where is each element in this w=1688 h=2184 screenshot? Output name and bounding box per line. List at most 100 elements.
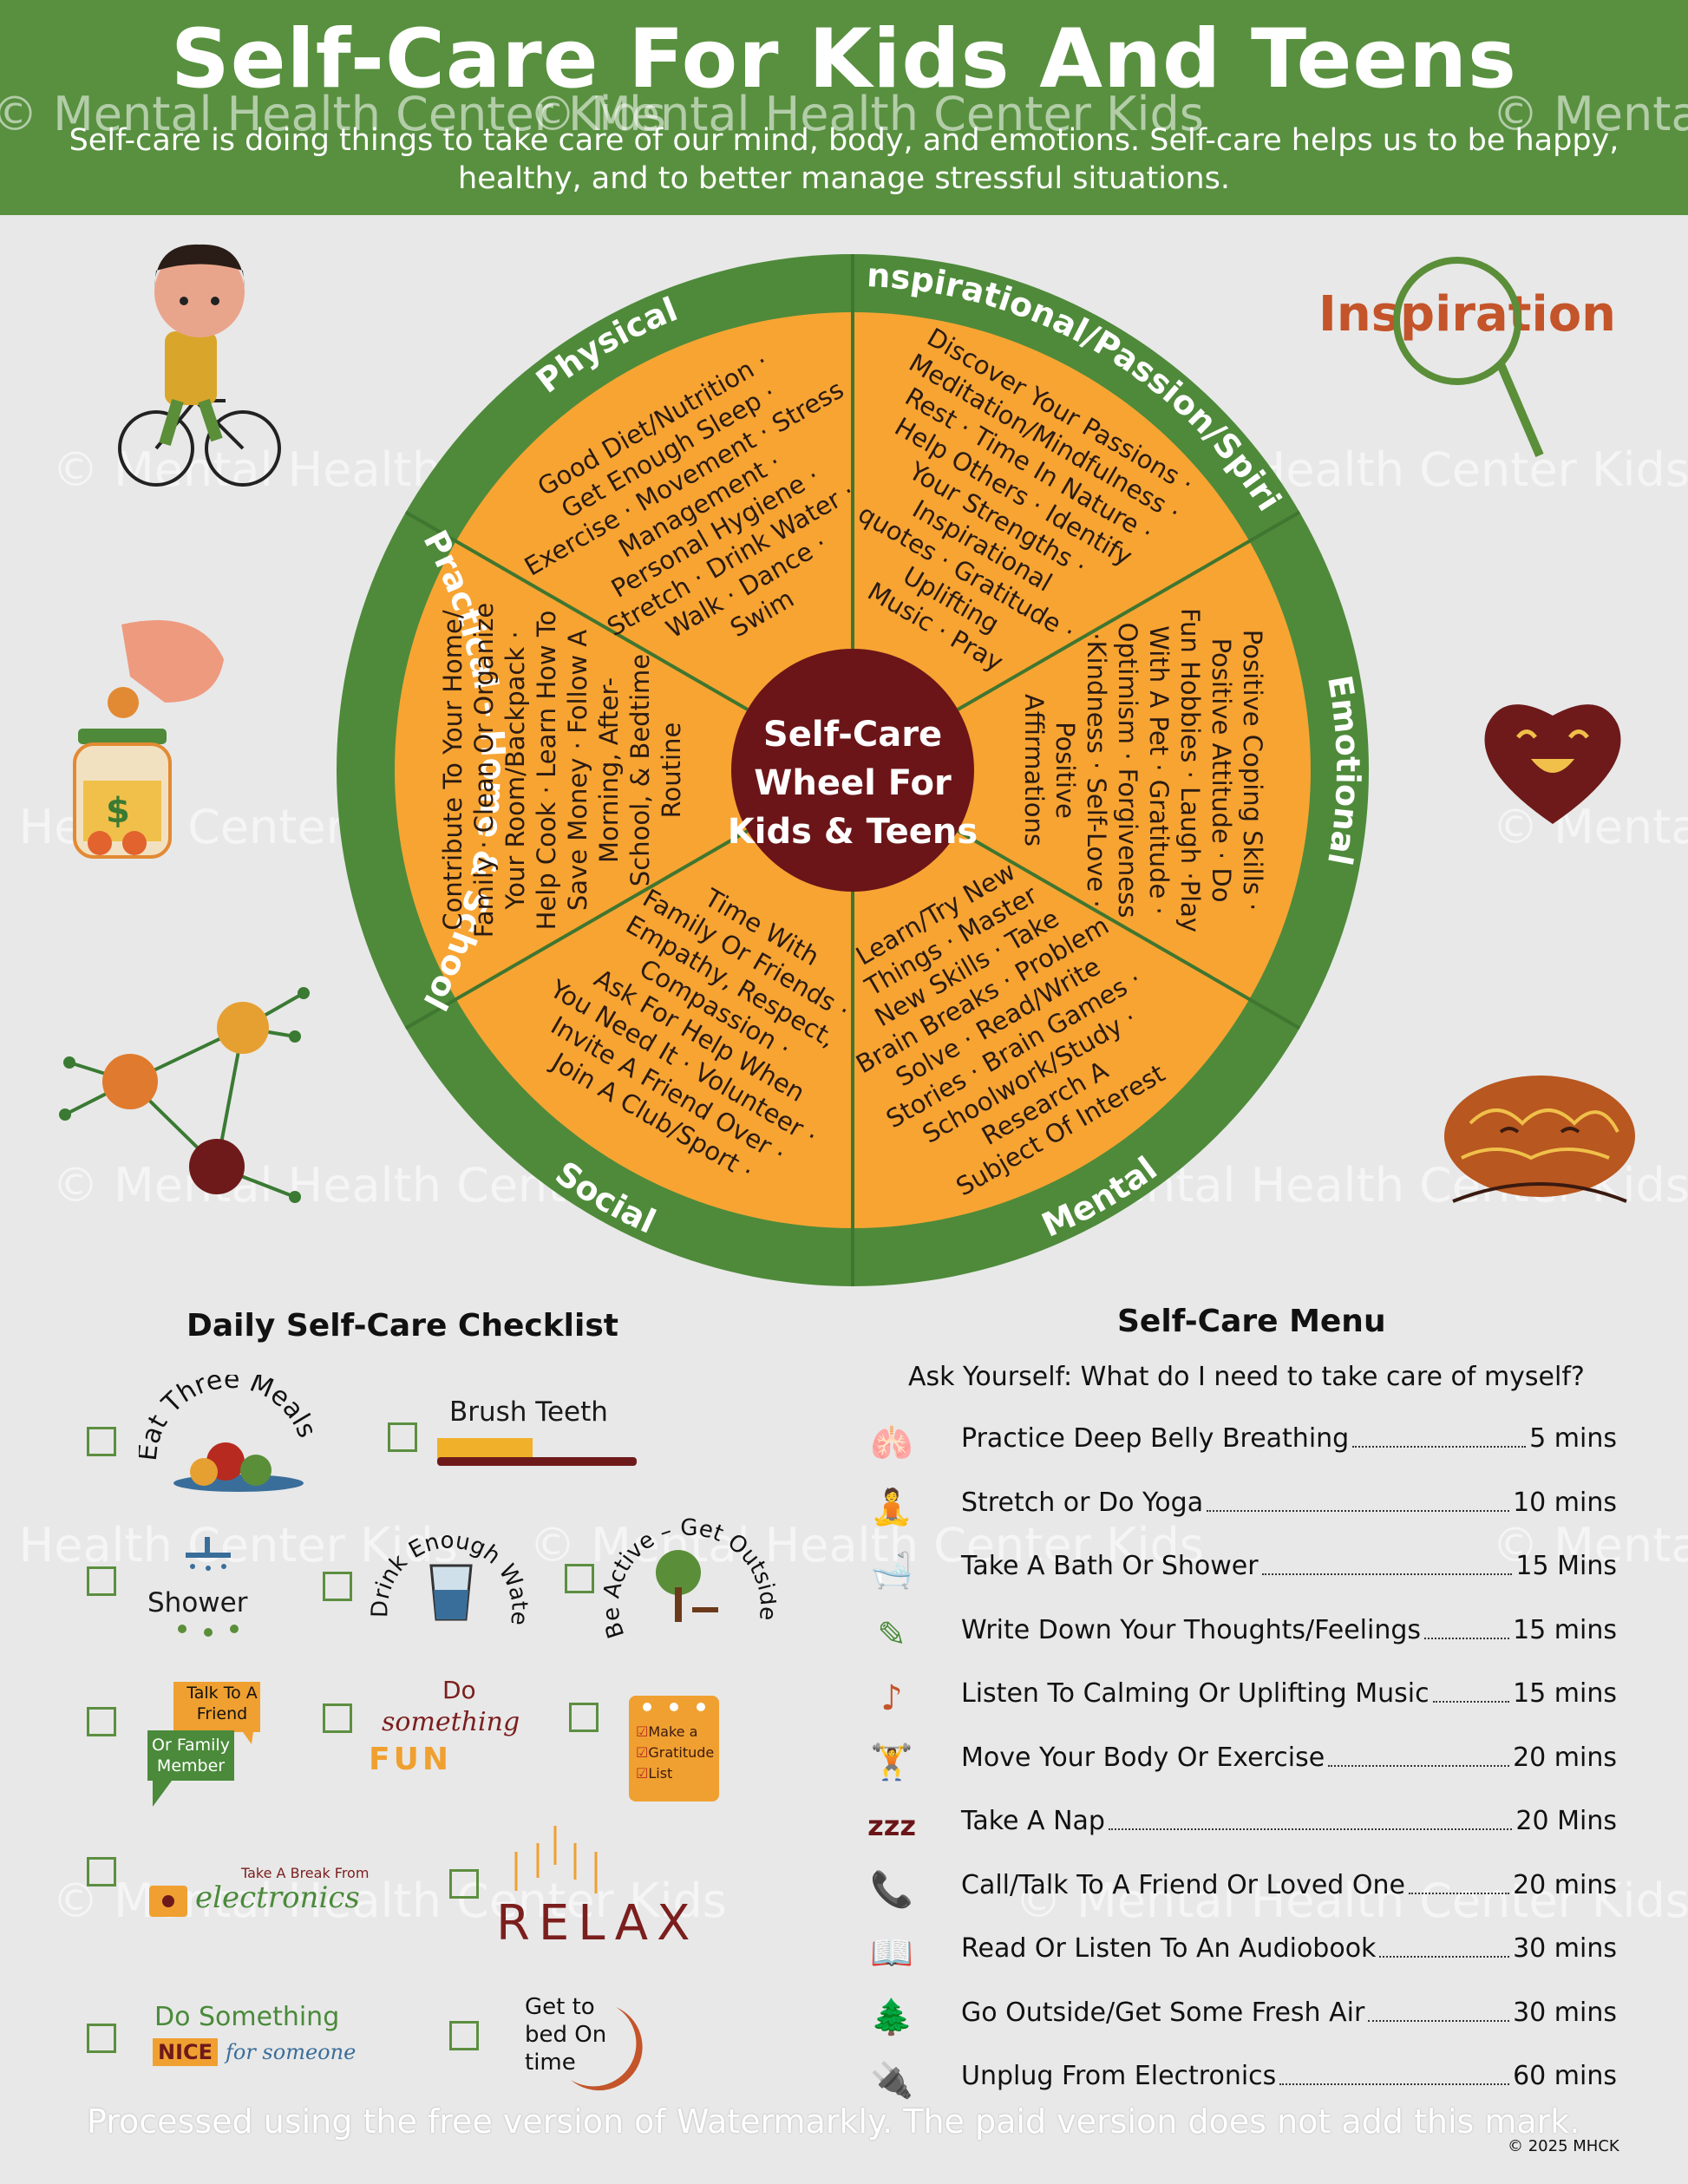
plug-icon: 🔌 (870, 2061, 913, 2101)
header: Self-Care For Kids And Teens Self-care i… (0, 0, 1688, 215)
wheel-section-line: Positive (1050, 722, 1080, 819)
wheel-section-line: Your Room/Backpack · (501, 631, 530, 910)
dumbbell-icon: 🏋 (870, 1742, 913, 1782)
checkbox-brush-teeth[interactable] (388, 1422, 417, 1452)
checklist-title: Daily Self-Care Checklist (186, 1308, 618, 1344)
happy-heart-icon (1484, 704, 1621, 824)
leader-dots (1262, 1573, 1512, 1575)
checkbox-do-something-fun[interactable] (323, 1703, 352, 1733)
leader-dots (1207, 1509, 1509, 1512)
menu-item: 🛁 Take A Bath Or Shower 15 Mins (867, 1546, 1631, 1598)
brush-teeth-label: Brush Teeth (449, 1396, 608, 1428)
bathtub-icon: 🛁 (870, 1551, 913, 1591)
menu-item-time: 20 Mins (1515, 1806, 1617, 1836)
wheel-center-label: Wheel For (754, 763, 952, 803)
shower-head-icon (186, 1537, 231, 1571)
electronics-label: electronics (195, 1880, 360, 1915)
wheel-section-line: Family · Clean Or Organize (469, 603, 499, 938)
be-active-outside-icon: Be Active – Get Outside (599, 1515, 776, 1642)
checkbox-bed-on-time[interactable] (449, 2021, 479, 2050)
leader-dots (1409, 1892, 1509, 1894)
fun-label: FUN (369, 1742, 452, 1777)
gratitude-line-3: List (648, 1765, 673, 1782)
wheel-divider (957, 829, 1301, 1030)
leader-dots (1368, 2019, 1509, 2022)
zzz-icon: zzz (867, 1809, 916, 1842)
gratitude-list-card: ☑Make a ☑Gratitude ☑List (629, 1696, 719, 1801)
wheel-section-line: Routine (657, 723, 686, 819)
menu-item-label: Go Outside/Get Some Fresh Air (961, 1997, 1365, 2028)
wheel-section-line: Positive Coping Skills · (1238, 630, 1267, 911)
leader-dots (1109, 1828, 1512, 1830)
menu-item-time: 20 mins (1513, 1742, 1617, 1773)
svg-text:$: $ (106, 791, 130, 831)
menu-item-label: Stretch or Do Yoga (961, 1487, 1204, 1518)
checkbox-relax[interactable] (449, 1869, 479, 1899)
menu-prompt: Ask Yourself: What do I need to take car… (908, 1362, 1585, 1392)
menu-item-time: 30 mins (1513, 1933, 1617, 1964)
wheel-section-line: Optimism · Forgiveness (1113, 623, 1142, 919)
wheel-section-line: Affirmations (1019, 694, 1049, 847)
menu-item-label: Take A Bath Or Shower (961, 1551, 1259, 1581)
menu-item-label: Practice Deep Belly Breathing (961, 1423, 1350, 1454)
checkbox-eat-three-meals[interactable] (87, 1427, 116, 1456)
money-jar-icon: $ (73, 620, 224, 859)
menu-item-time: 15 Mins (1515, 1551, 1617, 1581)
wheel-section-line: Fun Hobbies · Laugh ·Play (1175, 608, 1205, 932)
checkbox-gratitude-list[interactable] (569, 1703, 599, 1732)
for-someone-label: for someone (226, 2040, 357, 2064)
wheel-section-line: School, & Bedtime (625, 654, 655, 886)
wheel-center-label: Kids & Teens (728, 812, 978, 852)
wheel-divider (957, 510, 1301, 711)
wheel-center-label: Self-Care (763, 715, 942, 755)
meals-icon: Eat Three Meals (139, 1375, 312, 1492)
leader-dots (1424, 1637, 1509, 1639)
menu-item-label: Move Your Body Or Exercise (961, 1742, 1325, 1773)
phone-icon: 📞 (870, 1869, 913, 1910)
checkbox-drink-water[interactable] (323, 1572, 352, 1601)
menu-item-time: 15 mins (1513, 1614, 1617, 1645)
shower-label: Shower (147, 1587, 248, 1618)
lungs-icon: 🫁 (870, 1423, 913, 1463)
nice-badge: NICE (153, 2038, 219, 2066)
music-note-icon: ♪ (880, 1678, 903, 1718)
copyright: © 2025 MHCK (1508, 2137, 1619, 2155)
tree-wind-icon: 🌲 (870, 1997, 913, 2037)
something-label: something (382, 1707, 520, 1737)
menu-item-label: Read Or Listen To An Audiobook (961, 1933, 1377, 1964)
checkbox-break-from-electronics[interactable] (87, 1857, 116, 1886)
drink-water-icon: Drink Enough Water (369, 1514, 533, 1626)
wheel-section-line: Contribute To Your Home/ (438, 610, 468, 930)
wheel-center (731, 649, 974, 892)
leader-dots (1279, 2083, 1509, 2085)
water-drops-icon (178, 1625, 239, 1637)
menu-item-time: 15 mins (1513, 1678, 1617, 1709)
kid-on-bike-icon (118, 244, 281, 487)
checkbox-talk-to-friend[interactable] (87, 1707, 116, 1736)
checkbox-be-active[interactable] (565, 1564, 594, 1593)
page-subtitle: Self-care is doing things to take care o… (69, 123, 1619, 196)
gratitude-line-1: Make a (648, 1723, 698, 1740)
wheel-section-body: Positive Coping Skills ·Positive Attitud… (1019, 608, 1267, 932)
page-title: Self-Care For Kids And Teens (171, 12, 1517, 107)
leader-dots (1379, 1956, 1509, 1958)
leader-dots (1433, 1701, 1509, 1703)
menu-item: 📖 Read Or Listen To An Audiobook 30 mins (867, 1928, 1631, 1980)
wheel-divider (404, 829, 749, 1030)
audiobook-icon: 📖 (870, 1933, 913, 1973)
gratitude-list-text: ☑Make a ☑Gratitude ☑List (636, 1723, 715, 1782)
leader-dots (1352, 1446, 1526, 1448)
wheel-section-line: ·Kindness · Self-Love · (1082, 632, 1111, 907)
family-member-label: Or Family Member (152, 1736, 230, 1775)
checkbox-do-something-nice[interactable] (87, 2024, 116, 2053)
checkbox-shower[interactable] (87, 1566, 116, 1596)
leader-dots (1328, 1764, 1509, 1767)
menu-item: 🏋 Move Your Body Or Exercise 20 mins (867, 1737, 1631, 1789)
